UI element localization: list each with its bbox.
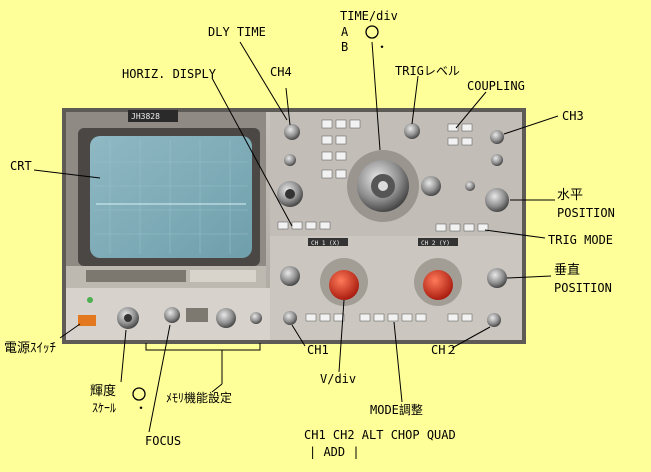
horizontal-position-label: POSITION <box>557 206 615 220</box>
time-div-label: TIME/div <box>340 9 398 23</box>
horizontal-label: 水平 <box>557 188 584 203</box>
coupling-label: COUPLING <box>467 79 525 93</box>
brightness-label: 輝度 <box>90 384 117 399</box>
time-a-label: A <box>341 25 349 39</box>
mode-options-label: CH1 CH2 ALT CHOP QUAD <box>304 428 456 442</box>
crt-screen <box>90 136 252 258</box>
trig-mode-label: TRIG MODE <box>548 233 614 247</box>
panel-ch1-tag: CH 1 (X) <box>311 240 340 247</box>
power-switch-label: 電源ｽｲｯﾁ <box>4 341 57 356</box>
mode-adjust-label: MODE調整 <box>370 403 423 417</box>
ch1-label: CH1 <box>307 343 329 357</box>
scale-dot: ・ <box>135 401 148 415</box>
time-b-dot: ・ <box>376 40 389 54</box>
crt-label: CRT <box>10 159 32 173</box>
ch4-label: CH4 <box>270 65 292 79</box>
model-tag <box>128 110 178 122</box>
memory-settings-label: ﾒﾓﾘ機能設定 <box>166 391 233 405</box>
power-switch-shape <box>78 315 96 326</box>
ch3-label: CH3 <box>562 109 584 123</box>
ch2-label: CH２ <box>431 343 458 357</box>
vertical-label: 垂直 <box>554 263 581 278</box>
trig-level-label: TRIGレベル <box>395 64 460 78</box>
focus-label: FOCUS <box>145 434 182 448</box>
dly-time-label: DLY TIME <box>208 25 266 39</box>
horiz-disply-label: HORIZ. DISPLY <box>122 67 216 81</box>
vdiv-label: V/div <box>320 372 357 386</box>
model-tag-text: JH3828 <box>131 112 160 121</box>
panel-ch2-tag: CH 2 (Y) <box>421 240 450 247</box>
time-b-label: B <box>341 40 349 54</box>
vertical-position-label: POSITION <box>554 281 612 295</box>
add-label: | ADD | <box>309 445 360 459</box>
scale-label: ｽｹｰﾙ <box>92 401 117 415</box>
